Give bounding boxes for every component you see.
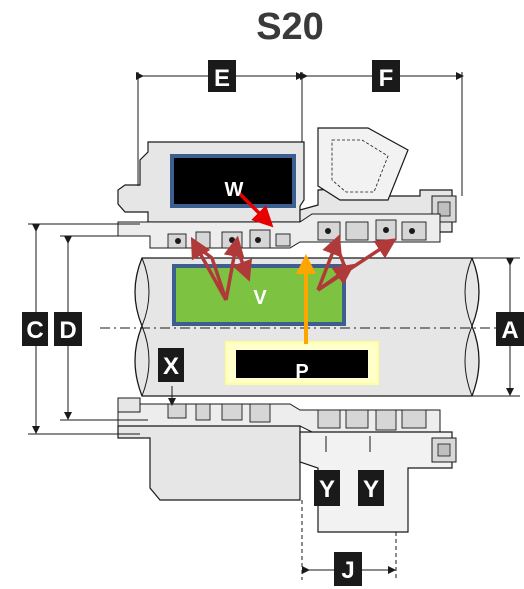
box-P: P [225,341,379,385]
label-Y2-badge: Y [358,470,384,506]
label-D: D [59,317,76,344]
label-X-badge: X [158,348,184,382]
label-A-badge: A [496,312,524,346]
label-X: X [163,353,179,380]
box-W-label: W [225,179,244,201]
label-Y1: Y [319,476,335,503]
label-E-badge: E [208,60,236,92]
label-J-badge: J [334,552,362,586]
label-D-badge: D [54,312,82,346]
label-A: A [501,317,518,344]
box-V-label: V [253,287,267,309]
label-E: E [214,65,230,92]
label-F: F [379,65,394,92]
label-F-badge: F [372,60,400,92]
box-V: V [172,264,346,326]
label-Y1-badge: Y [314,470,340,506]
top-clamp [317,127,409,201]
box-W: W [170,154,296,208]
label-C: C [26,317,43,344]
dark-red-arrows-left [190,235,253,301]
label-J: J [341,557,354,584]
diagram-title: S20 [256,6,324,48]
red-arrow [238,192,274,228]
bottom-gland [117,425,301,501]
label-Y2: Y [363,476,379,503]
dark-red-arrows-right [316,234,397,292]
box-P-label: P [295,361,308,383]
label-C-badge: C [22,312,48,346]
